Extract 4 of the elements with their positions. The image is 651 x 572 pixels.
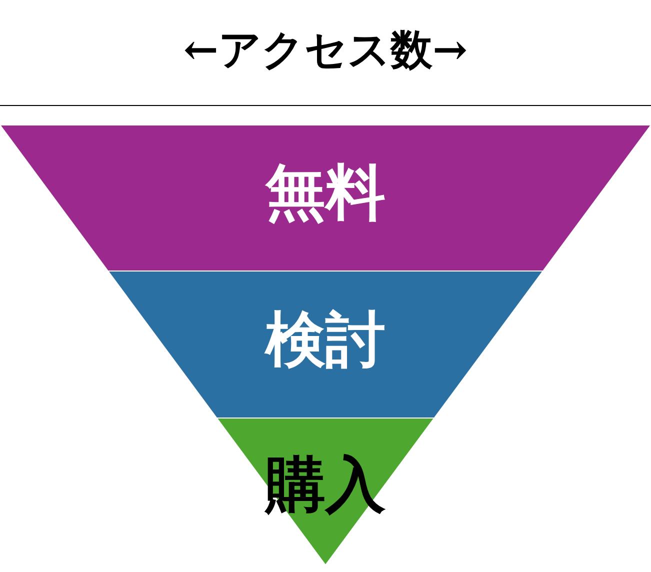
title: ←アクセス数→ [182, 24, 469, 76]
band-label: 検討 [263, 305, 386, 375]
band-label: 購入 [264, 450, 386, 520]
band-label: 無料 [264, 158, 386, 228]
